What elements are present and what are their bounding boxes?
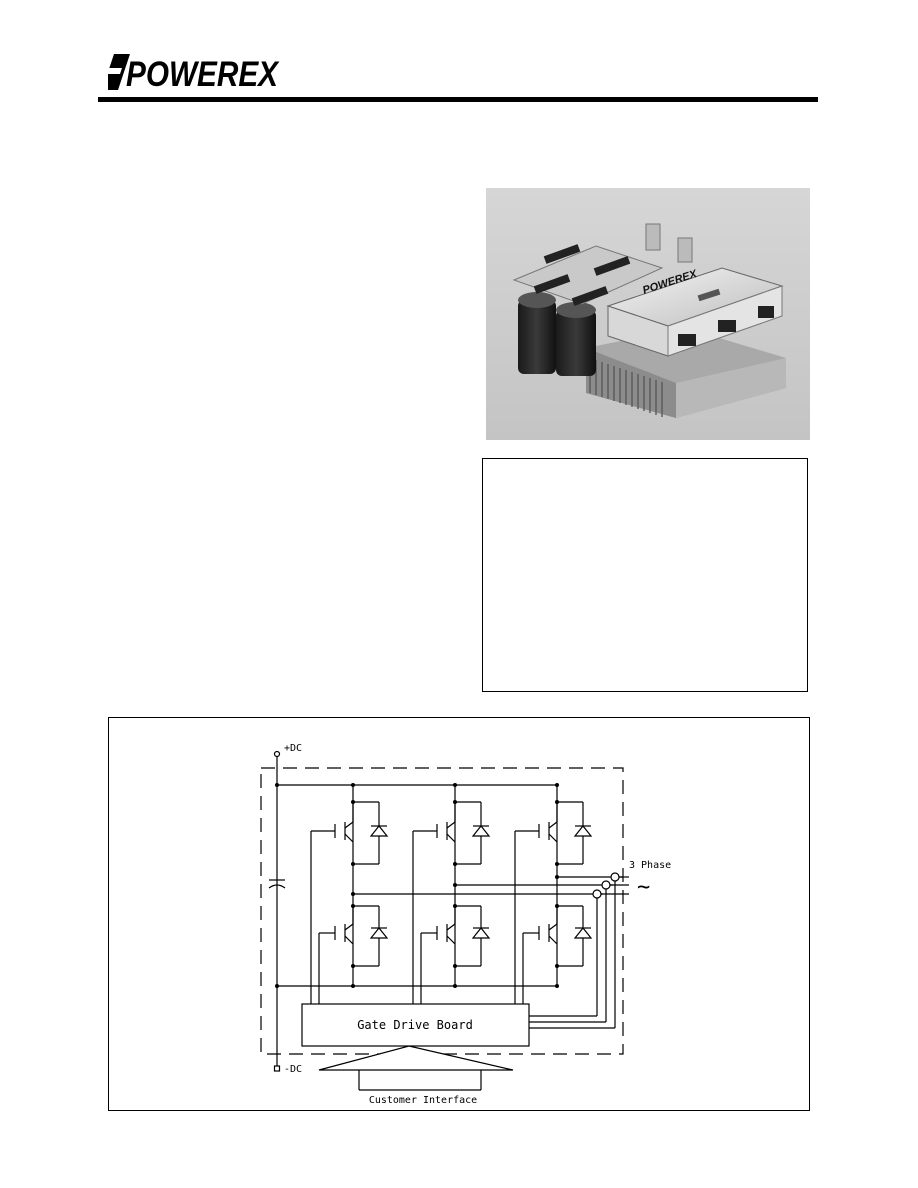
logo-text: POWEREX	[126, 55, 280, 90]
header-rule	[98, 97, 818, 102]
powerex-logo: POWEREX	[108, 54, 280, 90]
gate-drive-board-label: Gate Drive Board	[357, 1018, 473, 1032]
minus-dc-label: -DC	[284, 1064, 302, 1075]
plus-dc-label: +DC	[284, 743, 302, 754]
schematic-frame: +DC -DC 3 Phase ~ Gate Drive Board Custo…	[108, 717, 810, 1111]
description-box	[482, 458, 808, 692]
customer-interface-label: Customer Interface	[369, 1095, 477, 1106]
inverter-schematic: +DC -DC 3 Phase ~ Gate Drive Board Custo…	[260, 743, 671, 1106]
ac-symbol: ~	[637, 875, 650, 900]
three-phase-label: 3 Phase	[629, 860, 671, 871]
product-photo: POWEREX	[486, 188, 810, 440]
